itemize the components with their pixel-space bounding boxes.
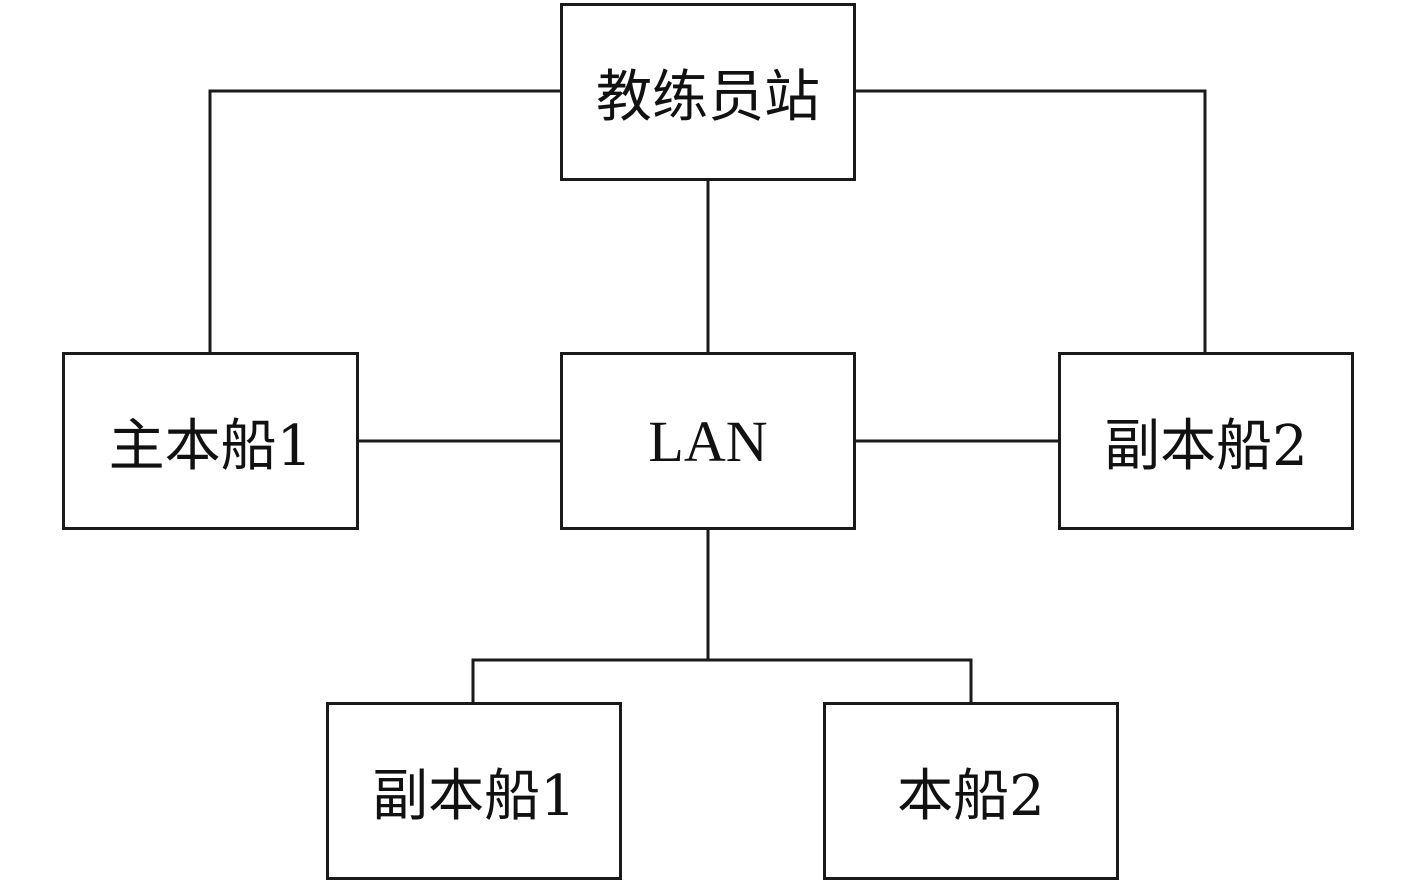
edge-coach-vice2 bbox=[854, 89, 1207, 354]
coach-station-node: 教练员站 bbox=[560, 3, 856, 181]
vice-ship-1-node: 副本船1 bbox=[326, 702, 622, 880]
own-ship-2-node: 本船2 bbox=[823, 702, 1119, 880]
own-ship-2-label: 本船2 bbox=[897, 763, 1045, 829]
lan-node: LAN bbox=[560, 352, 856, 530]
edge-coach-main1 bbox=[208, 89, 562, 354]
main-ship-1-label: 主本船1 bbox=[108, 413, 313, 479]
coach-station-label: 教练员站 bbox=[596, 64, 820, 130]
lan-label: LAN bbox=[648, 408, 768, 474]
vice-ship-2-node: 副本船2 bbox=[1058, 352, 1354, 530]
main-ship-1-node: 主本船1 bbox=[62, 352, 359, 530]
vice-ship-1-label: 副本船1 bbox=[372, 763, 576, 829]
vice-ship-2-label: 副本船2 bbox=[1104, 413, 1308, 479]
